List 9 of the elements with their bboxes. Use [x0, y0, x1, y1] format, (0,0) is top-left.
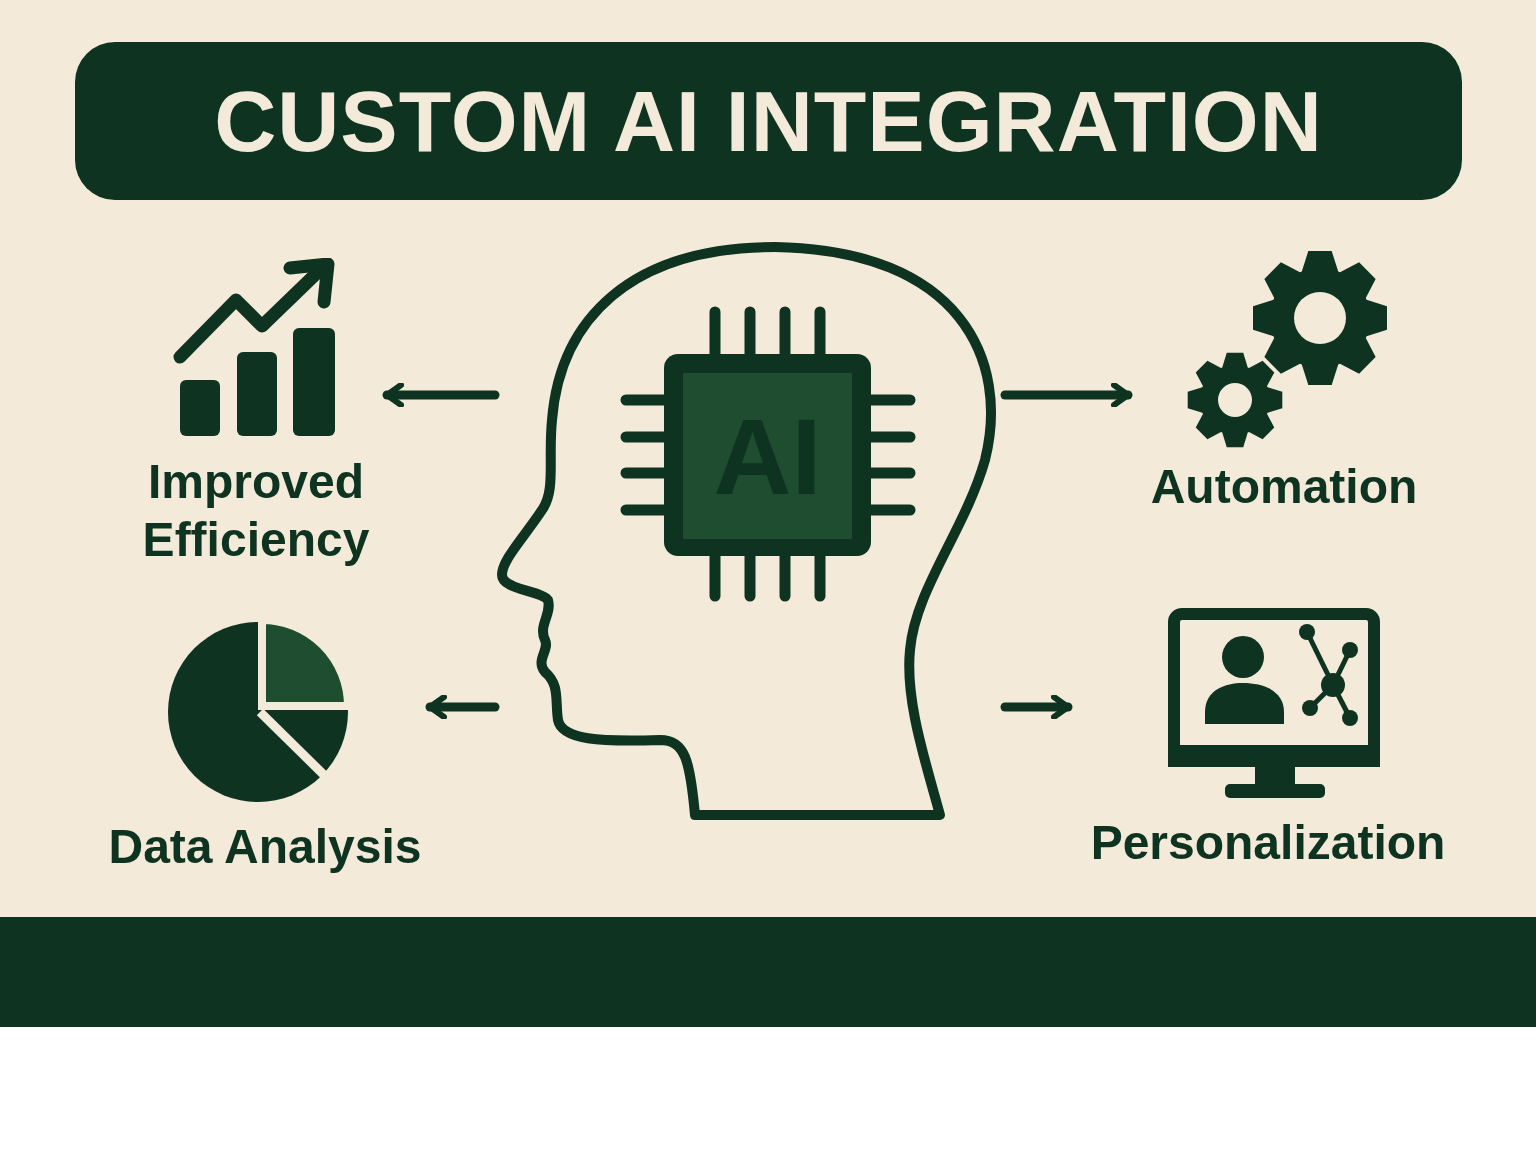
- arrow: [1000, 694, 1073, 720]
- arrow: [425, 694, 500, 720]
- arrow: [382, 382, 500, 408]
- node-label: Data Analysis: [107, 819, 423, 875]
- node-label: Improved Efficiency: [141, 454, 371, 568]
- node-label: Automation: [1149, 459, 1419, 515]
- title-banner: CUSTOM AI INTEGRATION: [75, 42, 1462, 200]
- node-label: Personalization: [1089, 815, 1447, 871]
- arrow: [1000, 382, 1133, 408]
